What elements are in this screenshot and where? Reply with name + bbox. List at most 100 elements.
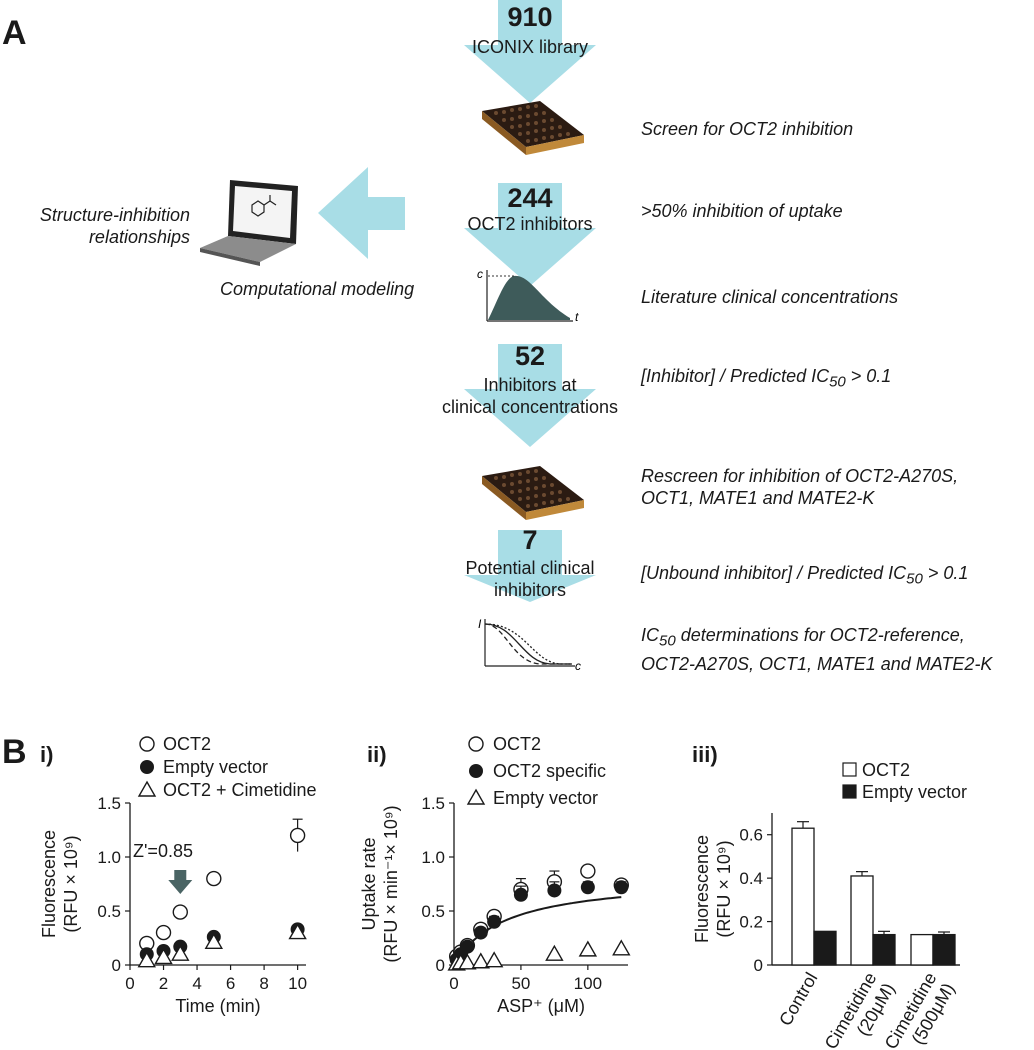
data-point xyxy=(578,940,598,957)
panel-b-ii-letter: ii) xyxy=(367,742,387,767)
y-axis-label-line: Fluorescence xyxy=(692,835,712,943)
data-point xyxy=(171,944,190,961)
y-tick-label: 1.5 xyxy=(97,794,121,813)
pk-curve-icon: c t xyxy=(477,267,579,324)
y-axis-label-line: (RFU × 10⁹) xyxy=(714,840,734,937)
legend-label: OCT2 xyxy=(862,760,910,780)
funnel-number-2: 244 xyxy=(507,183,553,213)
step-label: [Unbound inhibitor] / Predicted IC50 > 0… xyxy=(641,563,969,588)
data-point xyxy=(204,932,224,950)
structure-inhibition-label: Structure-inhibition relationships xyxy=(39,205,190,247)
data-point xyxy=(471,952,490,969)
legend-label: OCT2 specific xyxy=(493,761,606,781)
x-tick-label: 4 xyxy=(192,974,201,993)
annotation-label: Z'=0.85 xyxy=(133,841,193,861)
step-label: Screen for OCT2 inhibition xyxy=(641,119,854,139)
legend-label: Empty vector xyxy=(493,788,598,808)
step-label: Rescreen for inhibition of OCT2-A270S,OC… xyxy=(641,466,959,508)
ic50-y-label: I xyxy=(478,617,482,631)
y-axis-label: Uptake rate(RFU × min⁻¹× 10⁹) xyxy=(359,805,401,962)
category-label: Control xyxy=(775,969,821,1029)
funnel-number-4: 7 xyxy=(522,525,538,555)
x-tick-label: 100 xyxy=(574,974,602,993)
panel-b-letter: B xyxy=(2,733,27,771)
category-label-line: Control xyxy=(775,969,821,1029)
data-point xyxy=(484,951,504,968)
y-tick-label: 1.0 xyxy=(421,848,445,867)
y-axis-label-line: Uptake rate xyxy=(359,837,379,930)
x-tick-label: 50 xyxy=(511,974,530,993)
pk-y-label: c xyxy=(477,267,483,281)
data-point xyxy=(545,944,564,961)
legend-swatch xyxy=(842,784,857,799)
y-axis-label: Fluorescence(RFU × 10⁹) xyxy=(692,835,734,943)
data-point xyxy=(487,914,502,929)
legend-marker xyxy=(140,760,154,774)
step-label: IC50 determinations for OCT2-reference,O… xyxy=(641,625,993,674)
legend-label: OCT2 + Cimetidine xyxy=(163,780,317,800)
y-tick-label: 0.6 xyxy=(739,826,763,845)
x-tick-label: 0 xyxy=(449,974,458,993)
step-label: >50% inhibition of uptake xyxy=(641,201,843,221)
data-point xyxy=(473,925,488,940)
pk-x-label: t xyxy=(575,310,579,324)
ic50-x-label: c xyxy=(575,659,581,673)
funnel-label-4-line: Potential clinical xyxy=(465,558,595,578)
legend-label: Empty vector xyxy=(862,782,967,802)
well-plate-icon xyxy=(482,101,584,155)
bar xyxy=(872,933,896,966)
computational-modeling-label: Computational modeling xyxy=(220,279,415,299)
legend-marker xyxy=(469,764,483,778)
panel-a-letter: A xyxy=(2,14,27,52)
bar xyxy=(932,933,956,966)
bar xyxy=(791,827,815,966)
panel-a-graphics: c t I c xyxy=(200,0,596,673)
bar xyxy=(813,930,837,966)
legend-marker xyxy=(466,788,486,805)
funnel-label-3-line: Inhibitors at xyxy=(483,375,577,395)
x-tick-label: 2 xyxy=(159,974,168,993)
data-point xyxy=(288,923,307,940)
y-axis-label-line: Fluorescence xyxy=(39,830,59,938)
legend-marker xyxy=(468,736,484,752)
data-point xyxy=(612,939,631,956)
funnel-label-3-line: clinical concentrations xyxy=(441,397,619,417)
step-label: [Inhibitor] / Predicted IC50 > 0.1 xyxy=(641,366,892,391)
x-tick-label: 0 xyxy=(125,974,134,993)
legend-label: Empty vector xyxy=(163,757,268,777)
funnel-arrow-3 xyxy=(464,344,596,447)
ic50-curve-icon: I c xyxy=(478,617,581,673)
panel-b-i-letter: i) xyxy=(40,742,54,767)
y-tick-label: 0 xyxy=(754,956,763,975)
legend-label: OCT2 xyxy=(493,734,541,754)
y-axis-label-line: (RFU × min⁻¹× 10⁹) xyxy=(381,805,401,962)
y-tick-label: 0.4 xyxy=(739,869,763,888)
y-tick-label: 0 xyxy=(112,956,121,975)
funnel-arrow-2 xyxy=(464,183,596,286)
panel-b-iii-letter: iii) xyxy=(692,742,718,767)
y-tick-label: 0.5 xyxy=(97,902,121,921)
y-axis-label: Fluorescence(RFU × 10⁹) xyxy=(39,830,81,938)
x-tick-label: 6 xyxy=(226,974,235,993)
data-point xyxy=(137,951,156,968)
funnel-label-2: OCT2 inhibitors xyxy=(467,214,593,234)
funnel-arrow-4 xyxy=(464,530,596,602)
data-point xyxy=(458,953,477,970)
laptop-icon xyxy=(200,180,298,266)
data-point xyxy=(580,880,595,895)
funnel-label-1: ICONIX library xyxy=(471,37,588,57)
funnel-label-4: Potential clinical inhibitors xyxy=(430,557,630,601)
y-tick-label: 1.0 xyxy=(97,848,121,867)
data-point xyxy=(580,863,596,879)
bar xyxy=(850,875,874,966)
y-axis-label-line: (RFU × 10⁹) xyxy=(61,835,81,932)
x-tick-label: 10 xyxy=(288,974,307,993)
step-label: Literature clinical concentrations xyxy=(641,287,899,307)
funnel-number-1: 910 xyxy=(507,2,553,32)
data-point xyxy=(155,924,172,941)
data-point xyxy=(513,887,528,902)
legend-marker xyxy=(137,780,157,797)
funnel-number-3: 52 xyxy=(514,341,546,371)
legend-label: OCT2 xyxy=(163,734,211,754)
data-point xyxy=(460,939,475,954)
